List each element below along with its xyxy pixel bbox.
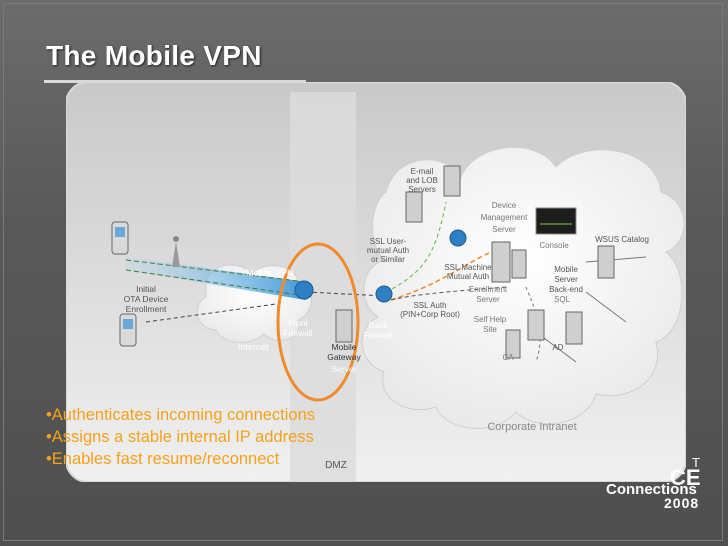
corporate-intranet-cloud	[361, 146, 685, 429]
globe-icon	[294, 280, 314, 300]
label-mobile-vpn: Mobile VPN	[246, 268, 294, 278]
label-console: Console	[539, 241, 569, 250]
bullet-item: •Assigns a stable internal IP address	[46, 428, 314, 446]
phone-icon-bottom	[119, 313, 137, 347]
slide-frame	[3, 3, 723, 541]
label-ad: AD	[552, 343, 563, 352]
antenna-icon	[172, 236, 180, 267]
label-ssl-auth: SSL Auth(PIN+Corp Root)	[400, 301, 460, 319]
globe-icon	[375, 285, 393, 303]
ca-server-icon	[505, 329, 521, 359]
label-ca: CA	[502, 353, 514, 362]
mobile-gateway-server-icon	[335, 309, 353, 343]
mobile-backend-server-icon	[511, 249, 527, 279]
logo-line3: 2008	[664, 495, 700, 511]
label-sql: SQL	[554, 295, 571, 304]
globe-icon	[449, 229, 467, 247]
label-wsus: WSUS Catalog	[595, 235, 649, 244]
phone-icon-top	[111, 221, 129, 255]
bullet-item: •Enables fast resume/reconnect	[46, 450, 280, 468]
sql-server-icon	[527, 309, 545, 341]
conference-logo: T CE Connections 2008	[600, 455, 710, 525]
bullet-list: •Authenticates incoming connections •Ass…	[46, 404, 406, 470]
logo-line1: T	[692, 455, 700, 470]
logo-line4: CE	[670, 465, 701, 490]
label-internet: Internet	[238, 342, 269, 352]
device-mgmt-server-icon	[491, 241, 511, 283]
console-monitor-icon	[535, 207, 577, 235]
ad-server-icon	[565, 311, 583, 345]
slide-title: The Mobile VPN	[46, 40, 262, 71]
wsus-server-icon	[597, 245, 615, 279]
label-corporate-intranet: Corporate Intranet	[487, 421, 576, 433]
label-dmz: DMZ	[325, 460, 347, 471]
email-server-icon	[405, 165, 461, 223]
logo-line2: Connections	[606, 481, 697, 498]
bullet-item: •Authenticates incoming connections	[46, 406, 316, 424]
gateway-highlight-ellipse	[276, 242, 360, 402]
